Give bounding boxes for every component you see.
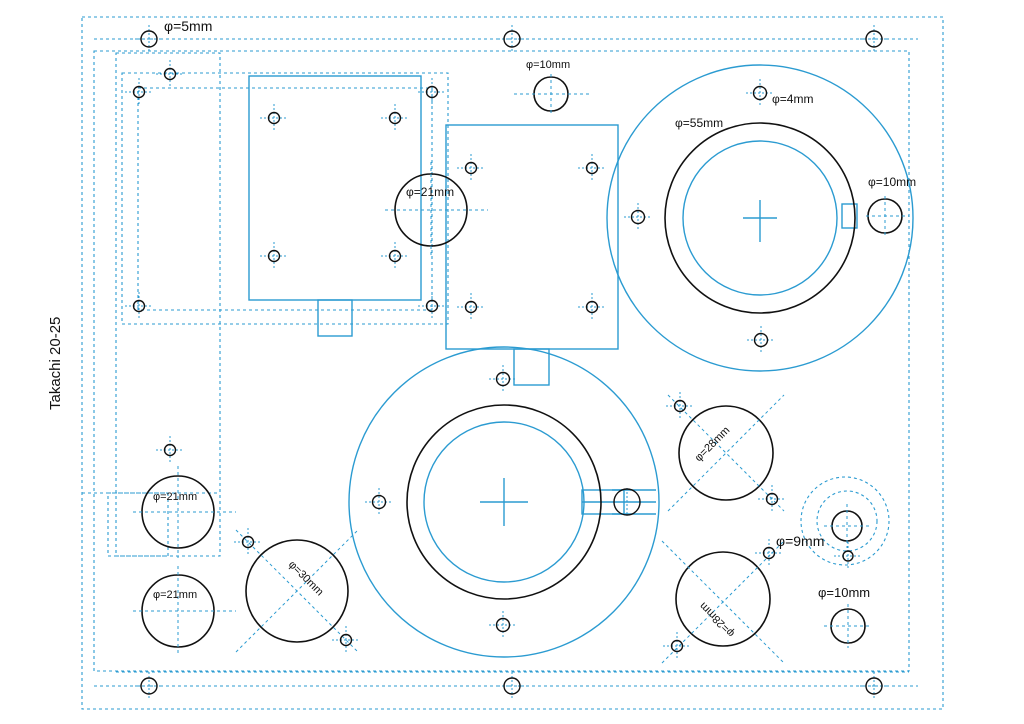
main-holes — [141, 76, 903, 648]
case-outline — [81, 16, 944, 710]
mounting-holes — [124, 24, 889, 701]
label-28mm-b: φ=28mm — [697, 600, 737, 640]
hole-28mm-b — [675, 551, 771, 647]
label-30mm: φ=30mm — [286, 559, 326, 599]
meter-flanges — [348, 64, 914, 658]
label-21mm-left-b: φ=21mm — [153, 589, 197, 601]
enclosure-model-label: Takachi 20-25 — [47, 317, 64, 410]
dimension-labels: φ=5mm φ=10mm φ=4mm φ=55mm φ=10mm φ=21mm … — [153, 18, 916, 639]
center-guides — [133, 74, 909, 664]
label-5mm: φ=5mm — [164, 18, 212, 34]
hole-28mm-a — [678, 405, 774, 501]
component-outlines — [248, 75, 619, 386]
label-10mm-bottom: φ=10mm — [818, 585, 870, 600]
component-tab-left — [317, 299, 353, 337]
label-55mm: φ=55mm — [675, 116, 723, 130]
hole-55mm-upper — [664, 122, 856, 314]
label-28mm-a: φ=28mm — [693, 424, 733, 464]
label-10mm-top: φ=10mm — [526, 59, 570, 71]
label-21mm-left-a: φ=21mm — [153, 491, 197, 503]
label-10mm-right: φ=10mm — [868, 175, 916, 189]
hole-30mm — [245, 539, 349, 643]
left-board-outline — [82, 52, 449, 557]
label-4mm: φ=4mm — [772, 92, 813, 106]
label-9mm: φ=9mm — [776, 533, 824, 549]
label-21mm-mid: φ=21mm — [406, 185, 454, 199]
switch-outline — [800, 476, 890, 566]
component-tab-center — [513, 348, 550, 386]
hole-55mm-lower — [406, 404, 602, 600]
